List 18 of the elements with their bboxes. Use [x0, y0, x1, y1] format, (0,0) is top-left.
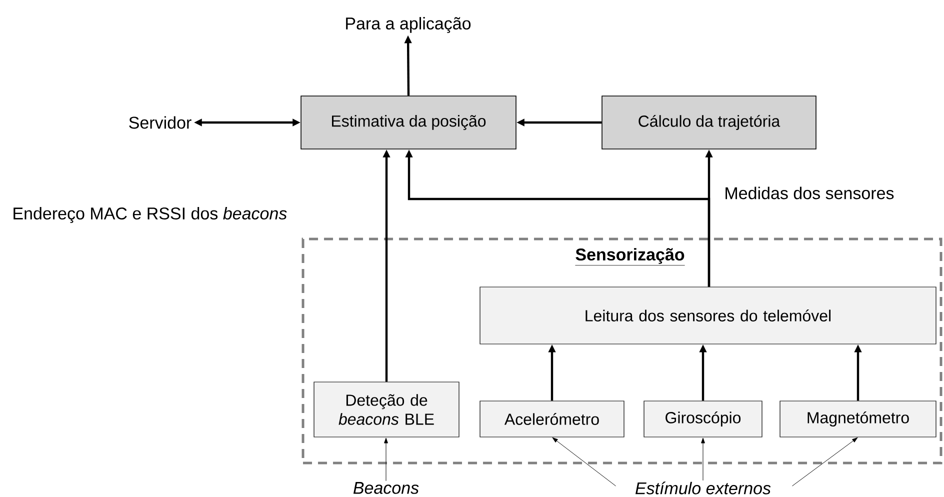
sensor-box: Deteção de beacons BLE: [314, 382, 460, 438]
arrow: [552, 438, 616, 486]
text-label: Estímulo externos: [636, 482, 771, 494]
sensor-box: Giroscópio: [644, 400, 762, 438]
process-box: Cálculo da trajetória: [602, 96, 816, 150]
arrow: [792, 438, 858, 486]
sensor-box: Leitura dos sensores do telemóvel: [480, 286, 936, 344]
section-heading: Sensorização: [575, 248, 685, 266]
sensor-box: Magnetómetro: [780, 400, 936, 438]
annotation-text: Endereço MAC e RSSI dos beacons: [14, 207, 287, 223]
annotation-text: Medidas dos sensores: [726, 186, 894, 200]
text-label: Para a aplicação: [346, 17, 471, 33]
text-label: Beacons: [353, 482, 419, 494]
process-box: Estimativa da posição: [300, 96, 516, 150]
arrow: [701, 438, 705, 481]
arrow: [384, 438, 388, 482]
text-label: Servidor: [129, 116, 192, 129]
sensor-box: Acelerómetro: [480, 400, 624, 438]
